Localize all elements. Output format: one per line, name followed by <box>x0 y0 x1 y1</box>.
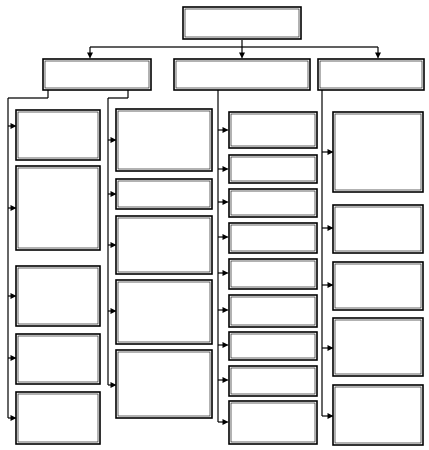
column-c-node-9-frame <box>228 400 318 445</box>
column-c-node-9 <box>228 400 318 445</box>
column-d-node-3 <box>332 261 424 311</box>
column-d-node-5 <box>332 384 424 446</box>
column-b-node-1-frame <box>115 108 213 172</box>
column-b-node-1 <box>115 108 213 172</box>
column-a-node-3 <box>15 265 101 327</box>
column-c-node-6 <box>228 294 318 328</box>
column-c-node-7-frame <box>228 331 318 361</box>
column-d-node-4-inner-frame <box>334 319 422 375</box>
column-c-node-7-inner-frame <box>230 333 316 359</box>
column-a-node-2-frame <box>15 165 101 251</box>
column-c-node-3-inner-frame <box>230 190 316 216</box>
column-b-node-5-frame <box>115 349 213 419</box>
column-c-node-5 <box>228 258 318 290</box>
column-b-node-2-frame <box>115 178 213 210</box>
branch-node-2-frame <box>173 58 311 91</box>
column-b-node-2 <box>115 178 213 210</box>
column-c-node-3 <box>228 188 318 218</box>
column-a-node-1 <box>15 109 101 161</box>
column-c-node-4-frame <box>228 222 318 254</box>
column-d-node-1 <box>332 111 424 193</box>
branch-node-3 <box>317 58 425 91</box>
branch-node-1-frame <box>42 58 152 91</box>
column-c-node-5-inner-frame <box>230 260 316 288</box>
root-node-frame <box>182 6 302 40</box>
root-node <box>182 6 302 40</box>
column-c-node-2 <box>228 154 318 184</box>
column-d-node-4-frame <box>332 317 424 377</box>
column-a-node-3-frame <box>15 265 101 327</box>
column-b-node-3-inner-frame <box>117 217 211 273</box>
column-c-node-8-frame <box>228 365 318 397</box>
branch-node-1-inner-frame <box>44 60 150 89</box>
column-c-node-7 <box>228 331 318 361</box>
column-d-node-3-frame <box>332 261 424 311</box>
column-b-node-5-inner-frame <box>117 351 211 417</box>
column-c-node-8-inner-frame <box>230 367 316 395</box>
column-c-node-6-frame <box>228 294 318 328</box>
column-d-node-3-inner-frame <box>334 263 422 309</box>
column-c-node-5-frame <box>228 258 318 290</box>
branch-node-2 <box>173 58 311 91</box>
column-c-node-2-inner-frame <box>230 156 316 182</box>
column-d-node-2-frame <box>332 204 424 254</box>
column-d-node-5-inner-frame <box>334 386 422 444</box>
column-a-node-5 <box>15 391 101 445</box>
column-c-node-9-inner-frame <box>230 402 316 443</box>
column-a-node-3-inner-frame <box>17 267 99 325</box>
column-c-node-4-inner-frame <box>230 224 316 252</box>
column-c-node-8 <box>228 365 318 397</box>
column-c-node-6-inner-frame <box>230 296 316 326</box>
column-c-node-1 <box>228 111 318 149</box>
column-b-node-4 <box>115 279 213 345</box>
column-c-node-2-frame <box>228 154 318 184</box>
column-a-node-2 <box>15 165 101 251</box>
column-d-node-5-frame <box>332 384 424 446</box>
column-a-node-5-inner-frame <box>17 393 99 443</box>
column-d-node-4 <box>332 317 424 377</box>
root-node-inner-frame <box>184 8 300 38</box>
column-a-node-5-frame <box>15 391 101 445</box>
branch-node-3-inner-frame <box>319 60 423 89</box>
connectors <box>7 40 381 425</box>
column-a-node-4-frame <box>15 333 101 385</box>
column-b-node-3-frame <box>115 215 213 275</box>
column-b-node-1-inner-frame <box>117 110 211 170</box>
column-c-node-1-frame <box>228 111 318 149</box>
column-a-node-2-inner-frame <box>17 167 99 249</box>
branch-node-1 <box>42 58 152 91</box>
column-b-node-3 <box>115 215 213 275</box>
column-a-node-4 <box>15 333 101 385</box>
column-b-node-2-inner-frame <box>117 180 211 208</box>
column-a-node-1-inner-frame <box>17 111 99 159</box>
column-c-node-4 <box>228 222 318 254</box>
column-d-node-1-frame <box>332 111 424 193</box>
column-c-node-1-inner-frame <box>230 113 316 147</box>
column-b-node-4-frame <box>115 279 213 345</box>
column-d-node-1-inner-frame <box>334 113 422 191</box>
branch-node-3-frame <box>317 58 425 91</box>
column-d-node-2 <box>332 204 424 254</box>
column-a-node-4-inner-frame <box>17 335 99 383</box>
column-b-node-5 <box>115 349 213 419</box>
column-c-node-3-frame <box>228 188 318 218</box>
column-b-node-4-inner-frame <box>117 281 211 343</box>
branch-node-2-inner-frame <box>175 60 309 89</box>
column-d-node-2-inner-frame <box>334 206 422 252</box>
column-a-node-1-frame <box>15 109 101 161</box>
